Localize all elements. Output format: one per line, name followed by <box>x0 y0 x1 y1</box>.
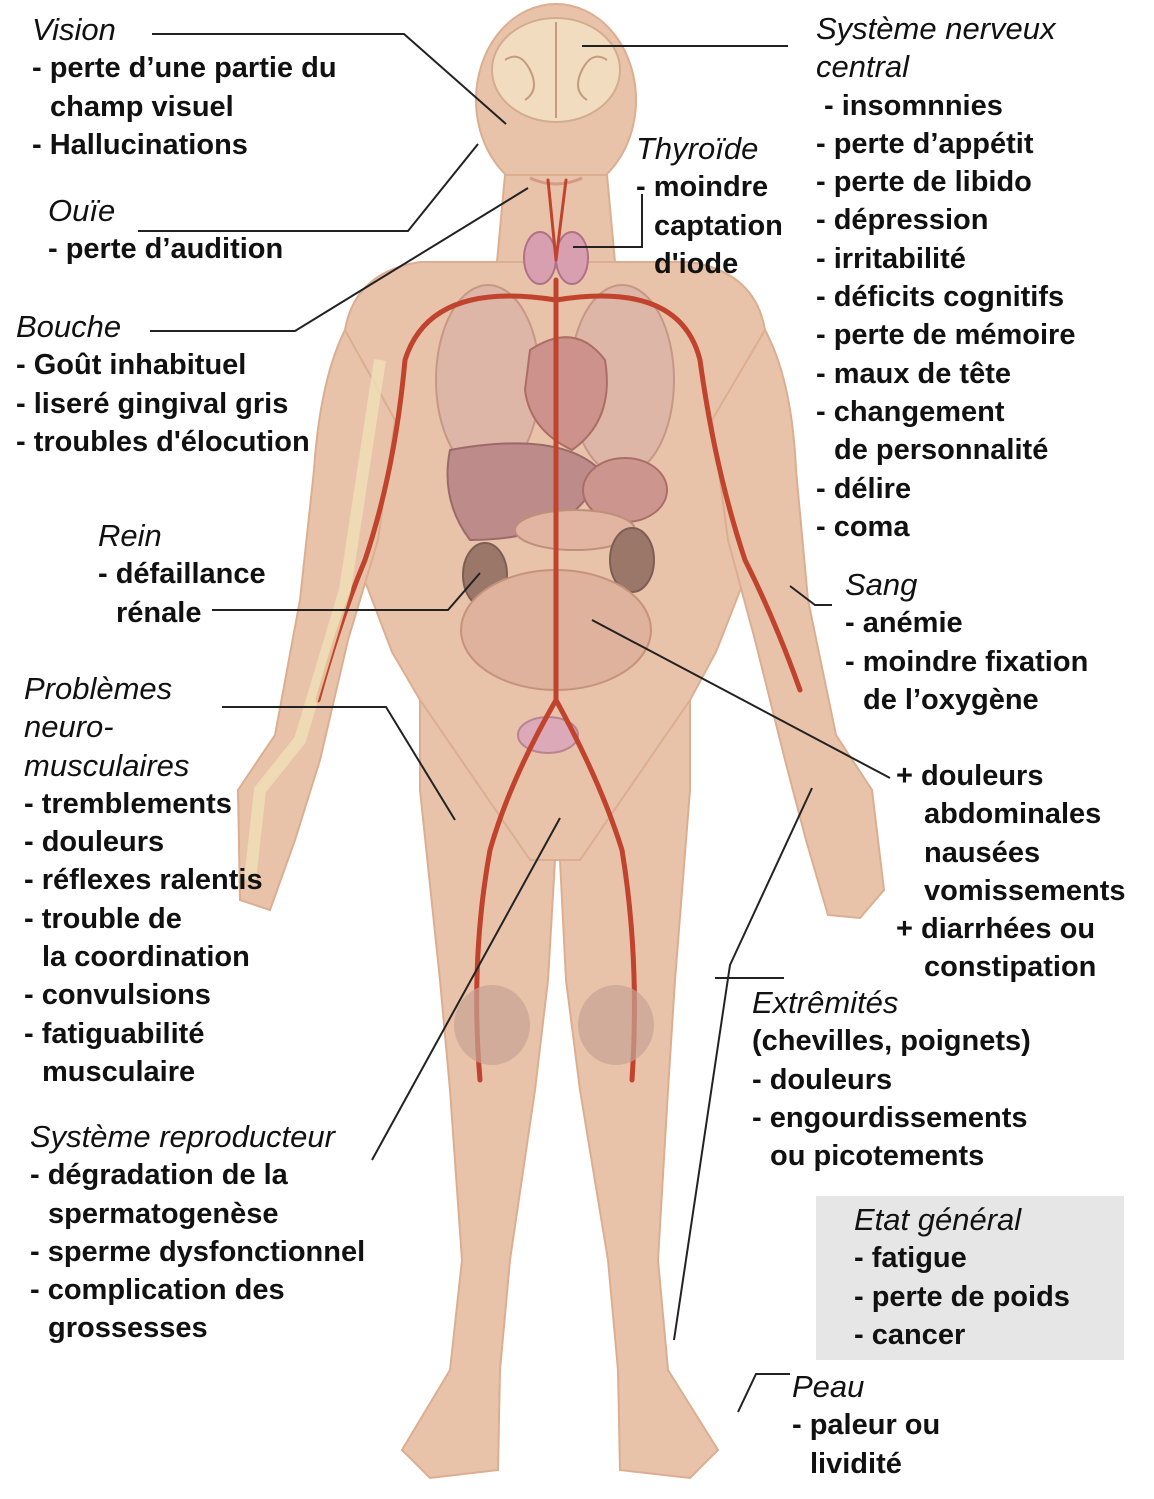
bouche-item: - Goût inhabituel <box>16 346 310 384</box>
snc-item: de personnalité <box>816 431 1075 469</box>
snc-item: - changement <box>816 393 1075 431</box>
neuro-item: - douleurs <box>24 823 263 861</box>
vision-item: champ visuel <box>32 88 337 126</box>
snc-title: central <box>816 48 1075 86</box>
thyroide-title: Thyroïde <box>636 130 783 168</box>
peau-item: lividité <box>792 1445 940 1483</box>
abdo-item: + douleurs <box>896 757 1126 795</box>
abdo-item: + diarrhées ou <box>896 910 1126 948</box>
snc-item: - insomnnies <box>816 87 1075 125</box>
rein-title: Rein <box>98 517 266 555</box>
section-vision: Vision - perte d’une partie du champ vis… <box>32 11 337 164</box>
section-sang: Sang - anémie - moindre fixation de l’ox… <box>845 566 1088 719</box>
vision-item: - Hallucinations <box>32 126 337 164</box>
bouche-title: Bouche <box>16 308 310 346</box>
neuro-item: - tremblements <box>24 785 263 823</box>
knees <box>454 985 654 1065</box>
reproducteur-title: Système reproducteur <box>30 1118 365 1156</box>
section-rein: Rein - défaillance rénale <box>98 517 266 632</box>
neuro-title: musculaires <box>24 747 263 785</box>
peau-title: Peau <box>792 1368 940 1406</box>
extremites-item: ou picotements <box>752 1137 1031 1175</box>
section-systeme-nerveux: Système nerveux central - insomnnies - p… <box>816 10 1075 546</box>
etat-item: - cancer <box>854 1316 1070 1354</box>
abdo-item: abdominales <box>896 795 1126 833</box>
sang-item: de l’oxygène <box>845 681 1088 719</box>
ouie-item: - perte d’audition <box>48 230 283 268</box>
neuro-item: - trouble de <box>24 900 263 938</box>
section-peau: Peau - paleur ou lividité <box>792 1368 940 1483</box>
sang-item: - anémie <box>845 604 1088 642</box>
neuro-item: - convulsions <box>24 976 263 1014</box>
rein-item: rénale <box>98 594 266 632</box>
snc-item: - dépression <box>816 201 1075 239</box>
neuro-item: la coordination <box>24 938 263 976</box>
section-digestif: + douleurs abdominales nausées vomisseme… <box>896 757 1126 987</box>
brain <box>492 18 620 122</box>
extremites-title: Extrêmités <box>752 984 1031 1022</box>
abdo-item: constipation <box>896 948 1126 986</box>
snc-title: Système nerveux <box>816 10 1075 48</box>
reproducteur-item: - sperme dysfonctionnel <box>30 1233 365 1271</box>
etat-item: - perte de poids <box>854 1278 1070 1316</box>
bouche-item: - liseré gingival gris <box>16 385 310 423</box>
section-neuromusculaire: Problèmes neuro- musculaires - trembleme… <box>24 670 263 1091</box>
section-thyroide: Thyroïde - moindre captation d'iode <box>636 130 783 283</box>
snc-item: - perte de libido <box>816 163 1075 201</box>
section-reproducteur: Système reproducteur - dégradation de la… <box>30 1118 365 1348</box>
neuro-item: musculaire <box>24 1053 263 1091</box>
extremites-item: (chevilles, poignets) <box>752 1022 1031 1060</box>
section-bouche: Bouche - Goût inhabituel - liseré gingiv… <box>16 308 310 461</box>
etat-title: Etat général <box>854 1201 1070 1239</box>
neuro-title: neuro- <box>24 708 263 746</box>
sang-item: - moindre fixation <box>845 643 1088 681</box>
kidney-right <box>610 528 654 592</box>
leader-peau <box>738 1374 790 1412</box>
reproducteur-item: - complication des <box>30 1271 365 1309</box>
vision-item: - perte d’une partie du <box>32 49 337 87</box>
reproducteur-item: grossesses <box>30 1309 365 1347</box>
snc-item: - perte de mémoire <box>816 316 1075 354</box>
snc-item: - coma <box>816 508 1075 546</box>
snc-item: - maux de tête <box>816 355 1075 393</box>
abdo-item: nausées <box>896 834 1126 872</box>
vision-title: Vision <box>32 11 337 49</box>
peau-item: - paleur ou <box>792 1406 940 1444</box>
rein-item: - défaillance <box>98 555 266 593</box>
thyroide-item: - moindre <box>636 168 783 206</box>
extremites-item: - douleurs <box>752 1061 1031 1099</box>
section-ouie: Ouïe - perte d’audition <box>48 192 283 269</box>
sang-title: Sang <box>845 566 1088 604</box>
section-etat-general: Etat général - fatigue - perte de poids … <box>854 1201 1070 1354</box>
thyroide-item: captation <box>636 207 783 245</box>
neuro-item: - fatiguabilité <box>24 1015 263 1053</box>
section-extremites: Extrêmités (chevilles, poignets) - doule… <box>752 984 1031 1175</box>
snc-item: - déficits cognitifs <box>816 278 1075 316</box>
abdo-item: vomissements <box>896 872 1126 910</box>
reproducteur-item: - dégradation de la <box>30 1156 365 1194</box>
snc-item: - perte d’appétit <box>816 125 1075 163</box>
neuro-item: - réflexes ralentis <box>24 861 263 899</box>
neuro-title: Problèmes <box>24 670 263 708</box>
snc-item: - irritabilité <box>816 240 1075 278</box>
snc-item: - délire <box>816 470 1075 508</box>
reproducteur-item: spermatogenèse <box>30 1195 365 1233</box>
ouie-title: Ouïe <box>48 192 283 230</box>
thyroide-item: d'iode <box>636 245 783 283</box>
bouche-item: - troubles d'élocution <box>16 423 310 461</box>
etat-item: - fatigue <box>854 1239 1070 1277</box>
extremites-item: - engourdissements <box>752 1099 1031 1137</box>
